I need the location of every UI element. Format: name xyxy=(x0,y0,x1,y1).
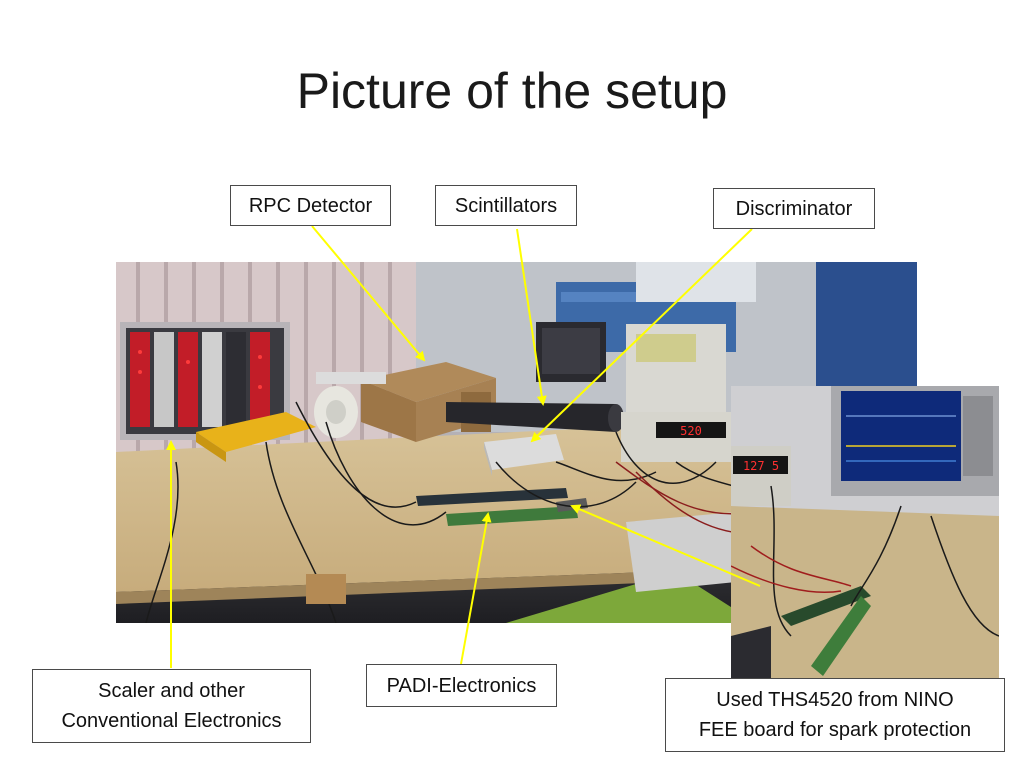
label-ths-line1: Used THS4520 from NINO xyxy=(716,689,954,711)
label-scaler-line1: Scaler and other xyxy=(98,680,245,702)
label-rpc-detector: RPC Detector xyxy=(230,185,391,226)
power-supply-readout: 520 xyxy=(680,424,702,438)
label-padi-electronics: PADI-Electronics xyxy=(366,664,557,707)
label-padi-text: PADI-Electronics xyxy=(386,674,537,697)
inset-power-readout: 127 5 xyxy=(743,459,779,473)
oscilloscope xyxy=(831,386,999,496)
label-rpc-detector-text: RPC Detector xyxy=(248,194,373,217)
label-scintillators: Scintillators xyxy=(435,185,577,226)
cables xyxy=(145,401,817,623)
inset-photo: 127 5 xyxy=(731,386,999,678)
label-discriminator: Discriminator xyxy=(713,188,875,229)
label-scaler-electronics: Scaler and other Conventional Electronic… xyxy=(32,669,311,743)
slide-title: Picture of the setup xyxy=(296,63,728,119)
label-scintillators-text: Scintillators xyxy=(454,194,558,217)
label-ths-line2: FEE board for spark protection xyxy=(698,719,972,741)
label-discriminator-text: Discriminator xyxy=(735,197,853,220)
label-scaler-line2: Conventional Electronics xyxy=(61,710,282,732)
label-ths4520: Used THS4520 from NINO FEE board for spa… xyxy=(665,678,1005,752)
crate-electronics xyxy=(120,322,290,440)
